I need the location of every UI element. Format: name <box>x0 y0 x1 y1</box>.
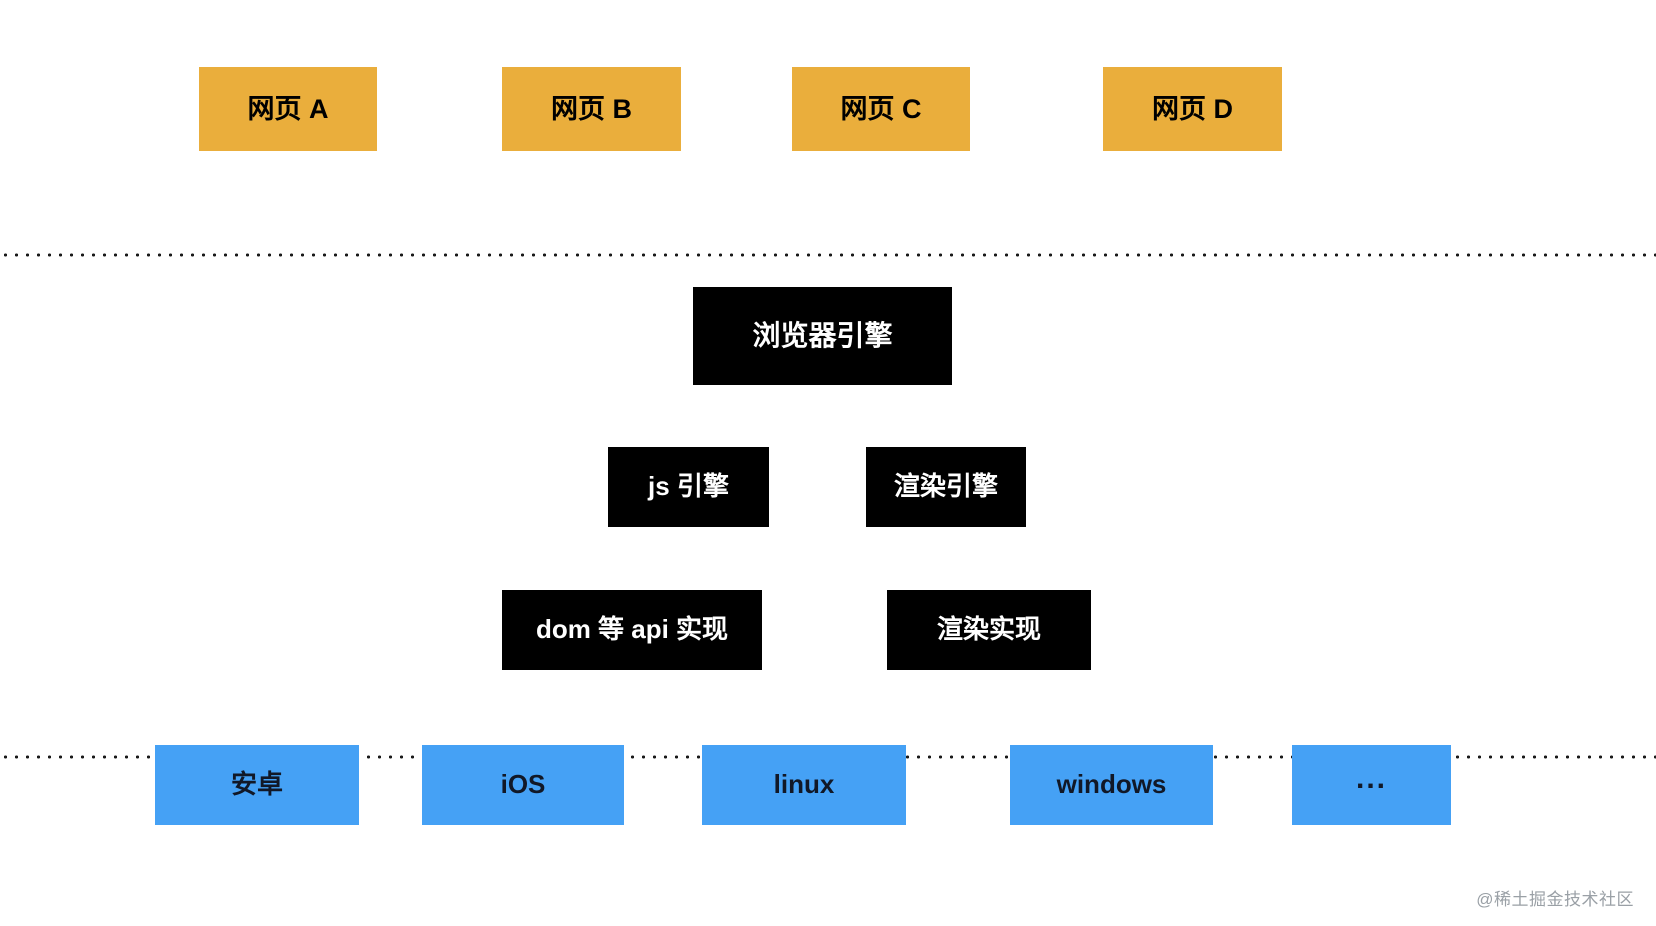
engine-box-render-engine: 渲染引擎 <box>866 447 1026 527</box>
engine-box-dom-api-impl: dom 等 api 实现 <box>502 590 762 670</box>
os-box-windows-label: windows <box>1056 769 1167 800</box>
engine-box-render-impl-label: 渲染实现 <box>936 614 1041 645</box>
divider-pages-engines <box>0 253 1656 257</box>
engine-box-render-impl: 渲染实现 <box>887 590 1091 670</box>
os-box-android: 安卓 <box>155 745 359 825</box>
os-box-ios: iOS <box>422 745 624 825</box>
os-box-more-label: ... <box>1355 762 1387 795</box>
page-box-a-label: 网页 A <box>247 93 329 124</box>
page-box-d: 网页 D <box>1103 67 1282 151</box>
page-box-a: 网页 A <box>199 67 377 151</box>
page-box-b-label: 网页 B <box>551 93 632 124</box>
engine-box-js-engine-label: js 引擎 <box>648 471 729 502</box>
page-box-d-label: 网页 D <box>1152 93 1233 124</box>
engine-box-browser-engine: 浏览器引擎 <box>693 287 952 385</box>
engine-box-dom-api-impl-label: dom 等 api 实现 <box>535 614 729 645</box>
engine-box-browser-engine-label: 浏览器引擎 <box>752 320 893 352</box>
engine-box-js-engine: js 引擎 <box>608 447 769 527</box>
page-box-c: 网页 C <box>792 67 970 151</box>
page-box-c-label: 网页 C <box>840 93 922 124</box>
os-box-more: ... <box>1292 745 1451 825</box>
os-box-android-label: 安卓 <box>230 769 283 800</box>
engine-box-render-engine-label: 渲染引擎 <box>893 471 998 502</box>
os-box-linux: linux <box>702 745 906 825</box>
page-box-b: 网页 B <box>502 67 681 151</box>
os-box-windows: windows <box>1010 745 1213 825</box>
os-box-linux-label: linux <box>773 769 835 800</box>
watermark: @稀土掘金技术社区 <box>1476 890 1634 909</box>
os-box-ios-label: iOS <box>500 769 546 800</box>
